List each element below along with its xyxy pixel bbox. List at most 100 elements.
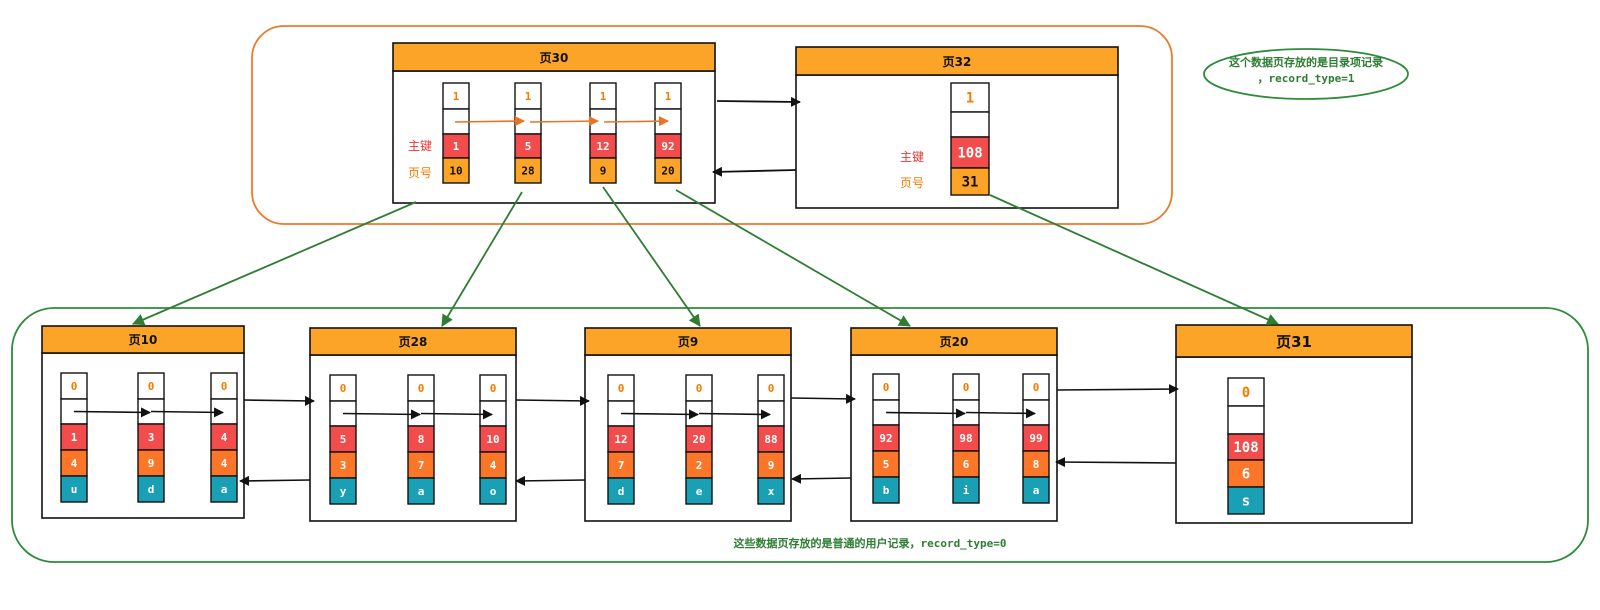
directory-note-line1: 这个数据页存放的是目录项记录 [1229,55,1383,69]
record-type-value: 0 [340,382,347,395]
column-c3-cell [210,475,238,503]
column-c2-value: 3 [340,459,347,472]
primary-key-value: 8 [418,433,425,446]
page10-to-page28-link [243,395,315,406]
user-records-group [11,307,1589,563]
next-record-arrow [150,407,224,418]
column-c2-value: 5 [883,458,890,471]
record-type-value: 0 [768,382,775,395]
column-c2-cell [685,451,713,479]
next-record-pointer-cell [1227,405,1265,435]
primary-key-value: 98 [959,432,972,445]
record-type-cell [607,374,635,402]
next-record-arrow [603,116,669,127]
record-type-value: 0 [418,382,425,395]
primary-key-value: 1 [453,140,460,153]
primary-key-value: 1 [71,431,78,444]
page9-to-page20-link [790,393,856,404]
record-type-value: 0 [490,382,497,395]
pointer-to-page-9 [602,186,701,327]
next-record-arrow [885,408,966,419]
record-type-cell [1022,373,1050,401]
primary-key-cell [589,133,617,159]
page31-to-page20-link [1055,457,1177,468]
record-type-value: 1 [665,90,672,103]
record-type-value: 0 [696,382,703,395]
primary-key-value: 4 [221,431,228,444]
primary-key-value: 5 [525,140,532,153]
record-type-value: 0 [1242,385,1250,401]
primary-key-value: 99 [1029,432,1042,445]
page-number-cell [950,167,990,196]
primary-key-value: 20 [692,433,705,446]
page-31-title: 页31 [1276,333,1312,351]
column-c3-value: s [1242,494,1250,510]
column-c2-cell [952,450,980,478]
record-type-cell [210,372,238,400]
directory-records-group [251,25,1173,225]
pointer-to-page-31 [989,194,1279,325]
column-c3-cell [407,477,435,505]
primary-key-cell [514,133,542,159]
page-number-value: 9 [600,165,607,178]
column-c3-value: o [490,485,497,498]
record-type-cell [137,372,165,400]
column-c3-cell [685,477,713,505]
page-20-title: 页20 [940,335,969,349]
record-type-cell [60,372,88,400]
record-type-value: 0 [618,382,625,395]
next-record-pointer-cell [1022,399,1050,426]
column-c2-value: 4 [71,457,78,470]
page9-to-page28-link [515,475,586,486]
column-c2-value: 4 [490,459,497,472]
page28-to-page10-link [239,475,311,486]
page-32-title: 页32 [943,55,972,69]
next-record-pointer-cell [479,400,507,427]
primary-key-cell [407,425,435,453]
page-28-title: 页28 [399,335,428,349]
page32-to-page30-link [712,166,797,177]
page-31-body [1175,356,1413,524]
column-c3-value: d [618,485,625,498]
column-c3-value: x [768,485,775,498]
record-type-value: 0 [883,381,890,394]
page-number-value: 31 [962,175,979,191]
column-c2-value: 7 [418,459,425,472]
column-c3-value: i [963,484,970,497]
page-number-cell [442,157,470,184]
page-number-value: 10 [449,165,462,178]
page-number-value: 28 [521,165,534,178]
record-type-value: 0 [221,380,228,393]
page-32-header [795,46,1119,76]
page20-to-page9-link [791,473,852,484]
primary-key-cell [757,425,785,453]
next-record-pointer-cell [210,398,238,425]
directory-note-line2: ，record_type=1 [1257,72,1354,85]
primary-key-cell [329,425,357,453]
user-record: 0 4 4 a [210,372,238,503]
column-c3-value: e [696,485,703,498]
column-c2-value: 4 [221,457,228,470]
record-type-cell [1227,377,1265,407]
column-c3-cell [757,477,785,505]
record-type-cell [872,373,900,401]
record-type-value: 1 [600,90,607,103]
pointer-to-page-20 [675,189,911,327]
page20-to-page31-link [1056,384,1179,395]
primary-key-value: 108 [957,146,982,162]
column-c2-cell [329,451,357,479]
next-record-arrow [620,409,699,420]
column-c3-value: a [221,483,228,496]
